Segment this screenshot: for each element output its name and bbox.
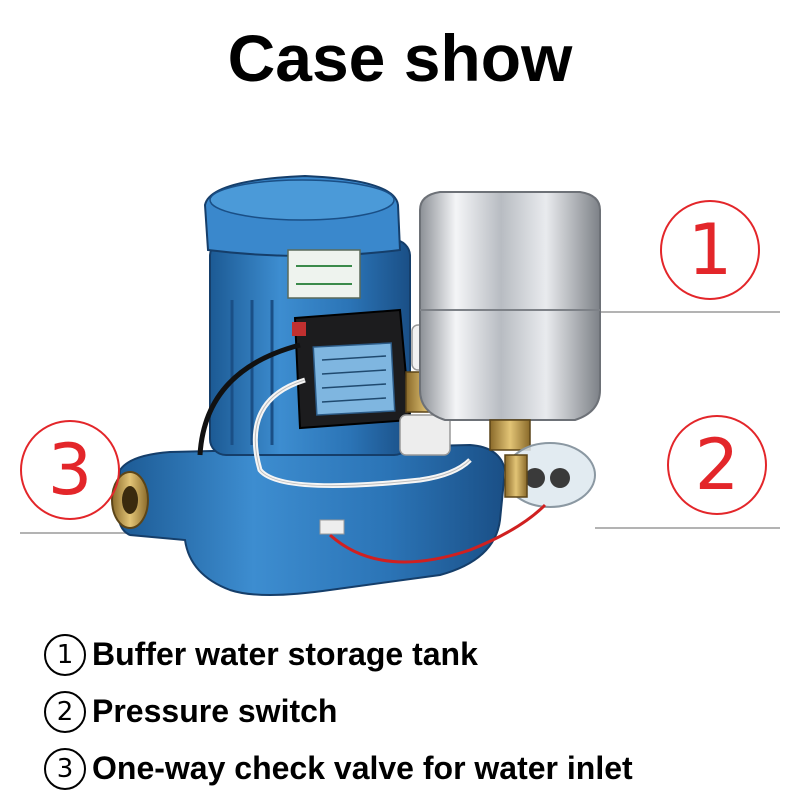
callout-2-marker: 2 xyxy=(667,415,767,515)
legend: 1 Buffer water storage tank 2 Pressure s… xyxy=(44,626,784,797)
storage-tank xyxy=(419,191,601,421)
legend-item: 2 Pressure switch xyxy=(44,683,784,740)
page-title: Case show xyxy=(227,21,573,95)
control-box-label xyxy=(312,342,396,416)
legend-item: 1 Buffer water storage tank xyxy=(44,626,784,683)
legend-label: One-way check valve for water inlet xyxy=(92,750,633,786)
legend-number: 3 xyxy=(44,747,86,790)
legend-number: 2 xyxy=(44,690,86,733)
black-cable xyxy=(197,342,301,456)
red-wire xyxy=(328,503,547,564)
callout-1-marker: 1 xyxy=(660,200,760,300)
legend-label: Buffer water storage tank xyxy=(92,636,478,672)
legend-item: 3 One-way check valve for water inlet xyxy=(44,740,784,797)
callout-3-marker: 3 xyxy=(20,420,120,520)
pump-housing xyxy=(116,443,507,596)
motor-nameplate xyxy=(287,249,361,299)
legend-number: 1 xyxy=(44,633,86,676)
legend-label: Pressure switch xyxy=(92,693,338,729)
